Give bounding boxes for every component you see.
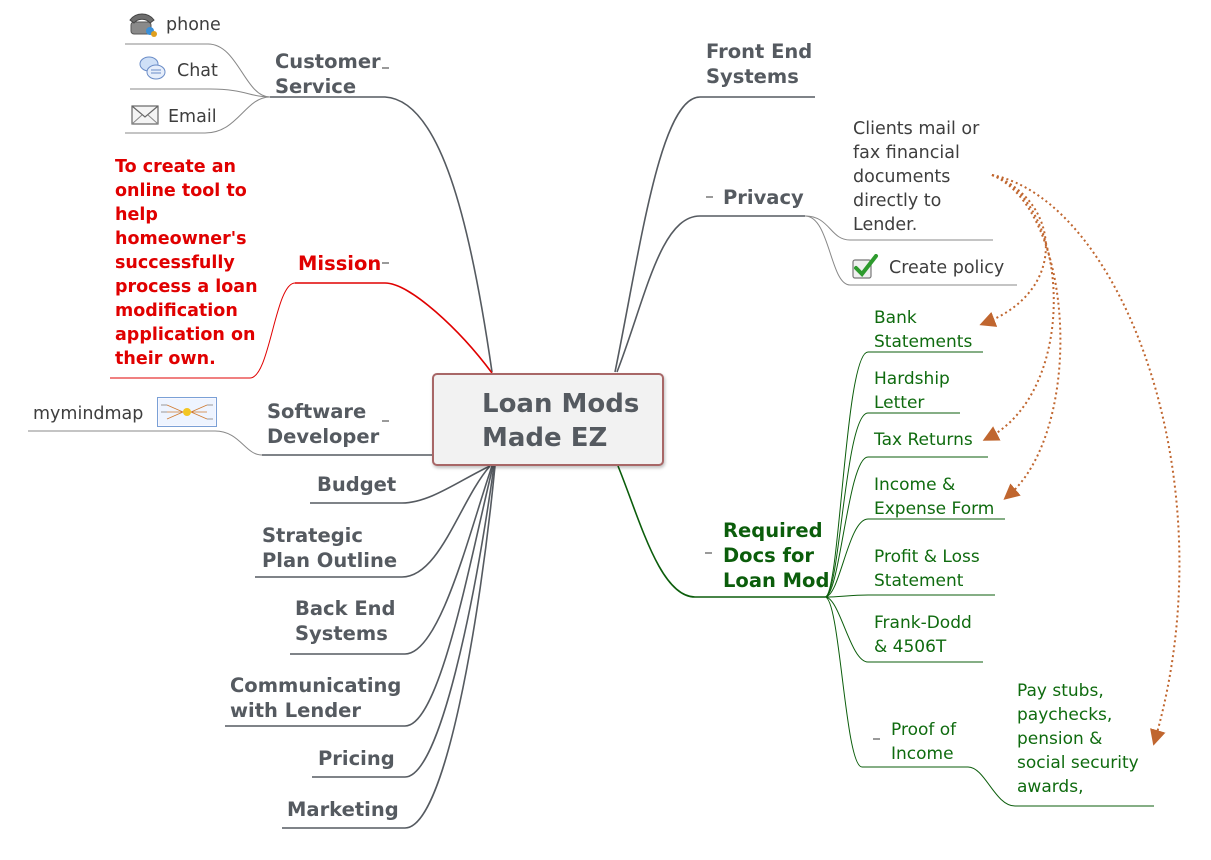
chat-topic[interactable]: Chat bbox=[177, 61, 218, 81]
privacy-connector bbox=[616, 215, 805, 373]
left-connectors bbox=[28, 43, 496, 829]
checkbox-checked-icon bbox=[851, 254, 879, 284]
mission-connector bbox=[295, 282, 493, 374]
customer-service-topic[interactable]: Customer Service bbox=[275, 50, 381, 98]
required-docs-connector bbox=[617, 465, 825, 598]
phone-connector bbox=[125, 43, 271, 98]
email-topic[interactable]: Email bbox=[168, 107, 217, 127]
income-expense-connector bbox=[824, 518, 1005, 598]
marketing-connector bbox=[282, 465, 496, 829]
income-expense-topic[interactable]: Income & Expense Form bbox=[874, 475, 995, 519]
collapse-toggle[interactable] bbox=[705, 552, 712, 554]
proof-of-income-detail[interactable]: Pay stubs, paychecks, pension & social s… bbox=[1017, 681, 1139, 797]
tax-connector bbox=[824, 456, 988, 598]
profit-loss-topic[interactable]: Profit & Loss Statement bbox=[874, 547, 980, 591]
create-policy-connector bbox=[804, 215, 1017, 286]
collapse-toggle[interactable] bbox=[382, 420, 389, 422]
front-end-connector bbox=[614, 96, 815, 373]
back-end-connector bbox=[290, 465, 493, 655]
proof-of-income-topic[interactable]: Proof of Income bbox=[891, 720, 957, 764]
right-connectors bbox=[614, 96, 1017, 373]
create-policy-topic[interactable]: Create policy bbox=[889, 258, 1005, 278]
relation-arrow-proof bbox=[991, 174, 1181, 746]
communicating-connector bbox=[225, 465, 494, 727]
relationship-arrows bbox=[979, 174, 1181, 746]
frank-dodd-connector bbox=[824, 596, 983, 663]
bank-statements-topic[interactable]: Bank Statements bbox=[874, 308, 973, 352]
doc-connectors bbox=[824, 351, 1154, 807]
strategic-plan-connector bbox=[255, 465, 491, 578]
mission-connectors bbox=[110, 282, 493, 379]
privacy-topic[interactable]: Privacy bbox=[723, 186, 804, 209]
relation-arrow-tax bbox=[982, 174, 1055, 441]
mindmap-thumbnail-icon bbox=[157, 397, 217, 431]
bank-connector bbox=[824, 351, 983, 598]
phone-icon bbox=[128, 10, 158, 42]
strategic-plan-topic[interactable]: Strategic Plan Outline bbox=[262, 524, 398, 572]
relation-arrow-bank bbox=[979, 174, 1047, 327]
software-developer-topic[interactable]: Software Developer bbox=[267, 400, 380, 448]
collapse-toggle[interactable] bbox=[873, 738, 880, 740]
collapse-toggle[interactable] bbox=[382, 67, 389, 69]
budget-connector bbox=[310, 465, 491, 504]
communicating-topic[interactable]: Communicating with Lender bbox=[230, 674, 402, 722]
phone-topic[interactable]: phone bbox=[166, 15, 221, 35]
chat-connector bbox=[130, 88, 271, 98]
marketing-topic[interactable]: Marketing bbox=[287, 798, 399, 821]
collapse-toggle[interactable] bbox=[382, 262, 389, 264]
budget-topic[interactable]: Budget bbox=[317, 473, 397, 496]
back-end-systems-topic[interactable]: Back End Systems bbox=[295, 597, 396, 645]
profit-loss-connector bbox=[824, 594, 995, 598]
proof-income-connector bbox=[824, 596, 968, 768]
central-topic-title: Loan Mods Made EZ bbox=[482, 389, 640, 453]
required-docs-topic[interactable]: Required Docs for Loan Mod bbox=[723, 519, 830, 592]
mymindmap-topic[interactable]: mymindmap bbox=[33, 404, 144, 424]
email-connector bbox=[125, 96, 271, 134]
hardship-letter-topic[interactable]: Hardship Letter bbox=[874, 369, 950, 413]
front-end-systems-topic[interactable]: Front End Systems bbox=[706, 40, 813, 88]
email-icon bbox=[131, 104, 159, 130]
mission-topic[interactable]: Mission bbox=[298, 252, 382, 275]
hardship-connector bbox=[824, 412, 960, 598]
central-topic[interactable]: Loan Mods Made EZ bbox=[432, 373, 664, 466]
clients-mail-topic[interactable]: Clients mail or fax financial documents … bbox=[853, 119, 980, 235]
mission-statement-connector bbox=[110, 282, 296, 379]
customer-service-connector bbox=[270, 96, 493, 373]
proof-detail-connector bbox=[967, 766, 1154, 807]
chat-icon bbox=[138, 55, 168, 87]
frank-dodd-topic[interactable]: Frank-Dodd & 4506T bbox=[874, 613, 972, 657]
clients-mail-connector bbox=[804, 215, 993, 241]
required-docs-connectors bbox=[617, 351, 1154, 807]
pricing-connector bbox=[312, 465, 495, 778]
mymindmap-connector bbox=[28, 430, 263, 456]
collapse-toggle[interactable] bbox=[706, 196, 713, 198]
pricing-topic[interactable]: Pricing bbox=[318, 747, 395, 770]
relation-arrow-income bbox=[991, 174, 1062, 500]
tax-returns-topic[interactable]: Tax Returns bbox=[874, 430, 973, 450]
mission-statement[interactable]: To create an online tool to help homeown… bbox=[115, 157, 258, 369]
